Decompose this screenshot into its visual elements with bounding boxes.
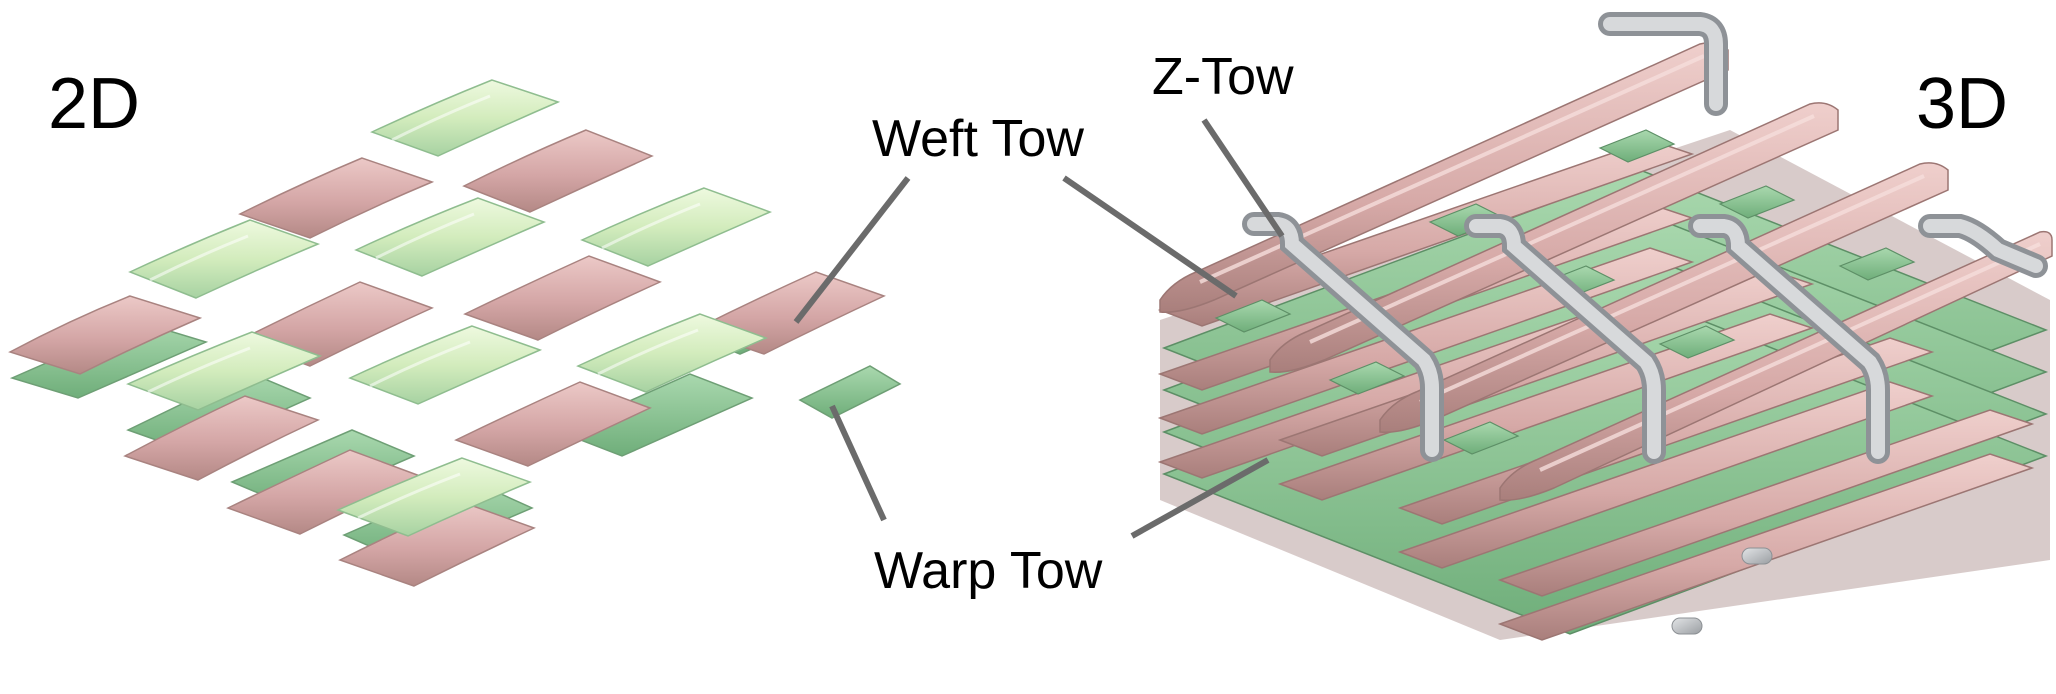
z-tows-3d (1242, 12, 2048, 464)
woven-2d-fabric (8, 79, 902, 587)
weft-leader-3d (1062, 175, 1238, 299)
label-warp-tow: Warp Tow (874, 542, 1103, 600)
label-2d: 2D (48, 64, 140, 144)
label-3d: 3D (1916, 64, 2008, 144)
tow-highlights-2d (147, 94, 701, 520)
leader-lines (793, 118, 1285, 539)
warp-tows-2d (126, 79, 773, 537)
label-z-tow: Z-Tow (1152, 48, 1294, 106)
warp-leader-2d (829, 404, 887, 522)
warp-leader-3d (1130, 457, 1270, 539)
label-weft-tow: Weft Tow (872, 110, 1084, 168)
z-leader-3d (1201, 118, 1285, 238)
weft-leader-2d (793, 176, 911, 324)
woven-3d-fabric (1157, 12, 2053, 641)
